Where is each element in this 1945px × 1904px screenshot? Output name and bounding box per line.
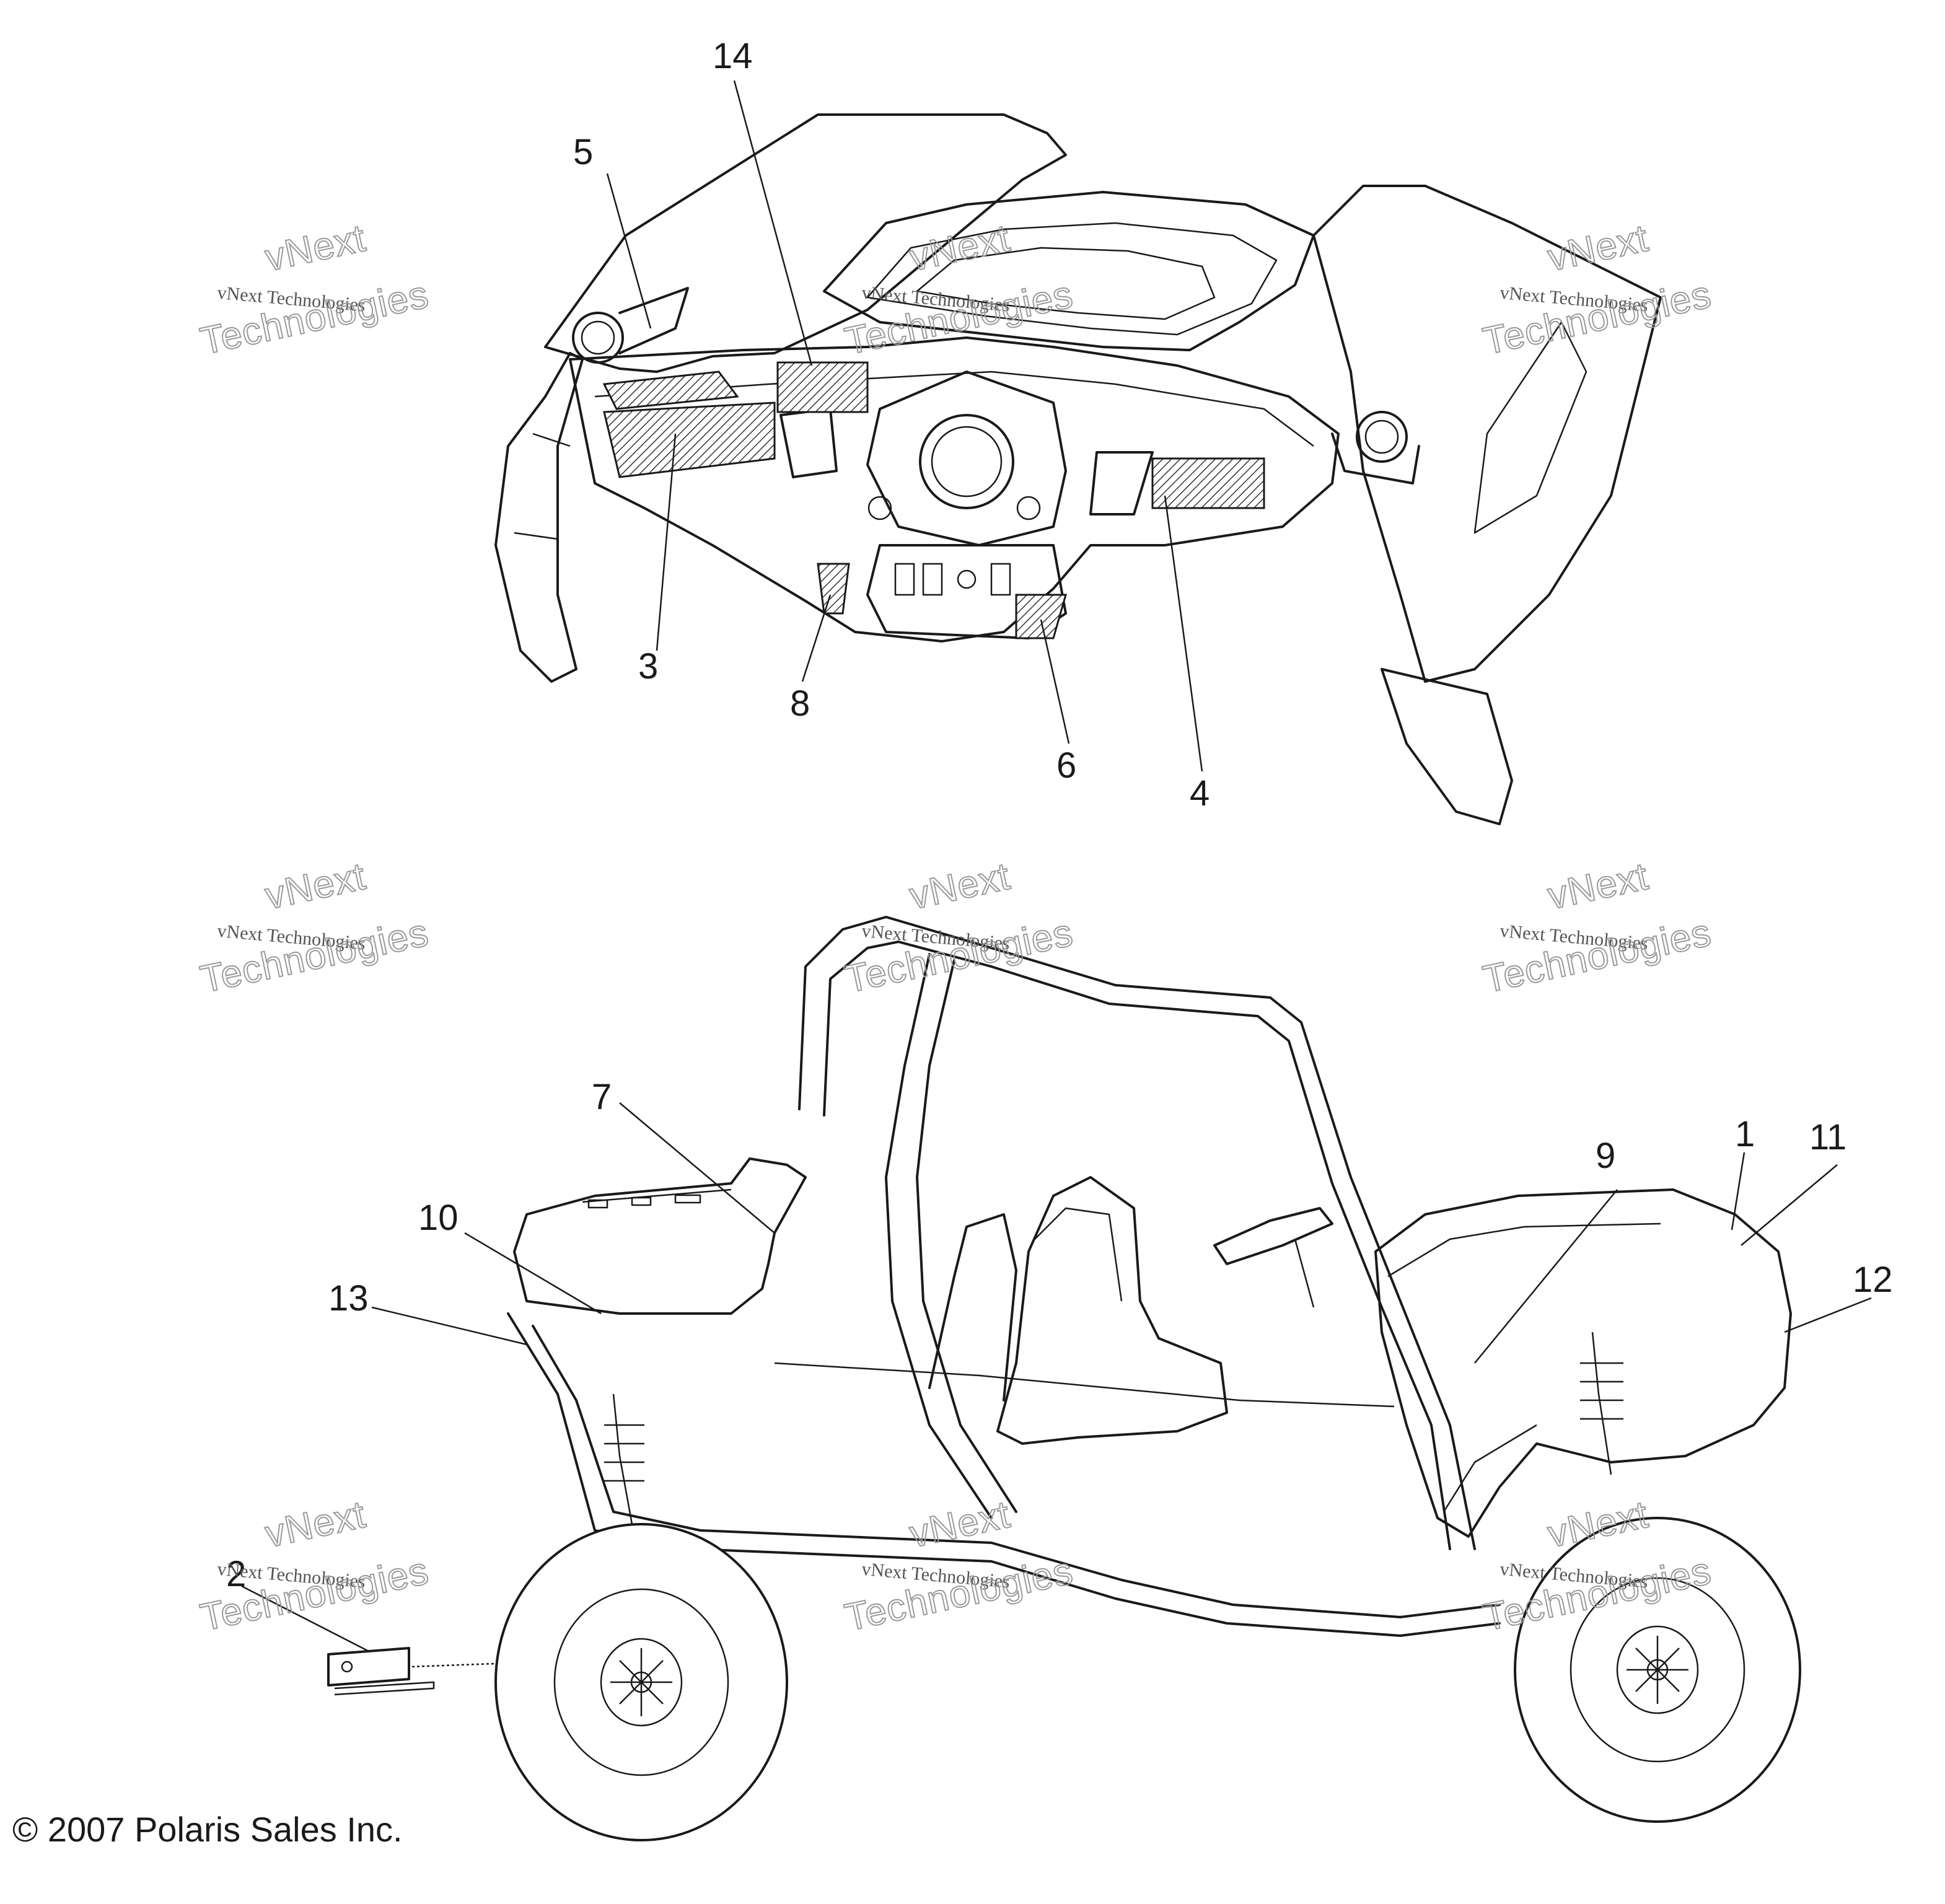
- watermark-8: vNext vNext Technologies Technologies: [841, 1493, 1078, 1640]
- watermark-4: vNext vNext Technologies Technologies: [196, 854, 433, 1002]
- decal-area-4: [1151, 457, 1265, 509]
- svg-text:vNext: vNext: [906, 1493, 1014, 1556]
- callout-14: 14: [713, 36, 753, 76]
- callout-6: 6: [1056, 745, 1076, 786]
- svg-text:vNext: vNext: [261, 217, 369, 279]
- svg-text:vNext: vNext: [261, 1493, 369, 1556]
- callout-11: 11: [1809, 1117, 1846, 1157]
- decal-area-6: [1015, 594, 1067, 639]
- callout-12: 12: [1853, 1260, 1893, 1300]
- callout-9: 9: [1596, 1136, 1615, 1176]
- dash-hood-assembly: [494, 113, 1662, 825]
- svg-text:vNext: vNext: [906, 217, 1014, 279]
- vehicle-side-view: [327, 916, 1801, 1841]
- watermark-5: vNext vNext Technologies Technologies: [841, 854, 1078, 1002]
- callout-2: 2: [226, 1554, 246, 1594]
- decal-area-8: [817, 563, 850, 615]
- svg-text:vNext: vNext: [906, 855, 1014, 918]
- watermark-7: vNext vNext Technologies Technologies: [196, 1493, 433, 1640]
- callout-1: 1: [1735, 1114, 1755, 1154]
- svg-text:vNext: vNext: [1544, 217, 1652, 279]
- copyright-notice: © 2007 Polaris Sales Inc.: [12, 1810, 403, 1849]
- callout-3: 3: [638, 646, 658, 687]
- svg-text:vNext: vNext: [261, 855, 369, 918]
- callout-8: 8: [790, 683, 810, 724]
- leader-lines: [241, 80, 1872, 1652]
- callout-5: 5: [573, 132, 593, 172]
- watermark-3: vNext vNext Technologies Technologies: [1479, 216, 1716, 364]
- callout-4: 4: [1190, 773, 1210, 814]
- decal-area-3: [603, 401, 776, 478]
- watermarks: vNext vNext Technologies Technologies vN…: [196, 216, 1716, 1640]
- watermark-1: vNext vNext Technologies Technologies: [196, 216, 433, 364]
- decal-area-14: [776, 361, 869, 413]
- callout-7: 7: [592, 1077, 612, 1117]
- callout-13: 13: [328, 1278, 369, 1318]
- callout-10: 10: [418, 1198, 459, 1238]
- decal-area-5: [602, 371, 739, 410]
- svg-text:vNext: vNext: [1544, 855, 1652, 918]
- callout-numbers: 14 5 3 8 6 4 7 10 13 9 1 11 12 2: [226, 36, 1893, 1594]
- bracket-part: [327, 1647, 410, 1687]
- watermark-6: vNext vNext Technologies Technologies: [1479, 854, 1716, 1002]
